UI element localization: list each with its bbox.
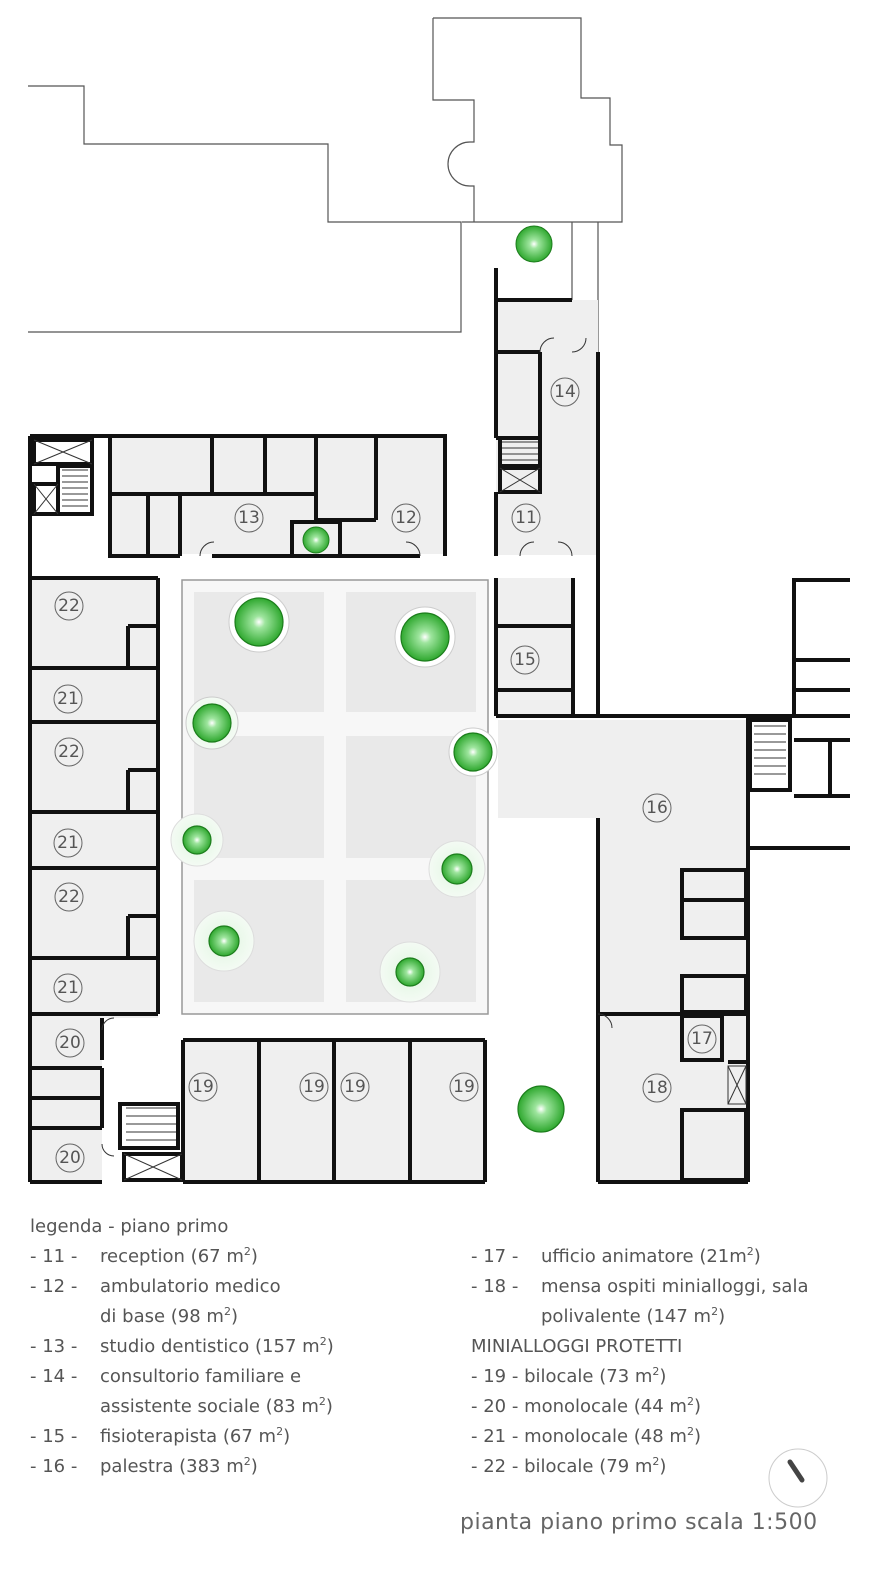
svg-text:19: 19	[192, 1077, 214, 1097]
svg-text:19: 19	[303, 1077, 325, 1097]
room-label-15: 15	[510, 645, 540, 675]
tree	[228, 591, 290, 653]
north-arrow-icon	[768, 1448, 828, 1508]
room-label-17: 17	[687, 1024, 717, 1054]
room-label-22: 22	[54, 737, 84, 767]
legend-section-title: MINIALLOGGI PROTETTI	[471, 1336, 683, 1357]
tree	[170, 813, 224, 867]
svg-text:15: 15	[514, 650, 536, 670]
svg-text:11: 11	[515, 508, 537, 528]
tree	[302, 526, 330, 554]
room-label-13: 13	[234, 503, 264, 533]
svg-text:22: 22	[58, 596, 80, 616]
svg-text:21: 21	[57, 978, 79, 998]
svg-text:17: 17	[691, 1029, 713, 1049]
walls	[28, 268, 850, 1184]
svg-text:20: 20	[59, 1148, 81, 1168]
room-label-19: 19	[299, 1072, 329, 1102]
tree	[185, 696, 239, 750]
room-label-11: 11	[511, 503, 541, 533]
legend-entry: - 21 - monolocale (48 m2)	[471, 1425, 701, 1447]
svg-text:20: 20	[59, 1033, 81, 1053]
svg-text:12: 12	[395, 508, 417, 528]
svg-text:18: 18	[646, 1078, 668, 1098]
tree	[379, 941, 441, 1003]
legend-left-column: - 11 -reception (67 m2) - 12 -ambulatori…	[30, 1242, 450, 1482]
legend-entry: - 13 -studio dentistico (157 m2)	[30, 1335, 334, 1357]
legend-entry: - 22 - bilocale (79 m2)	[471, 1455, 667, 1477]
room-label-21: 21	[53, 684, 83, 714]
room-labels: 14 13 12 11 15 16 17 18 22 21 22 21 22 2…	[53, 377, 717, 1173]
trees	[170, 225, 565, 1133]
svg-text:22: 22	[58, 742, 80, 762]
legend-entry: - 19 - bilocale (73 m2)	[471, 1365, 667, 1387]
svg-text:21: 21	[57, 689, 79, 709]
plan-caption: pianta piano primo scala 1:500	[460, 1510, 818, 1535]
svg-text:16: 16	[646, 798, 668, 818]
legend-entry: - 11 -reception (67 m2)	[30, 1245, 258, 1267]
legend-entry: di base (98 m2)	[100, 1305, 238, 1327]
svg-text:19: 19	[453, 1077, 475, 1097]
svg-text:21: 21	[57, 833, 79, 853]
room-label-20: 20	[55, 1143, 85, 1173]
room-label-21: 21	[53, 828, 83, 858]
stair-and-door-details	[33, 337, 786, 1181]
svg-text:22: 22	[58, 887, 80, 907]
legend-entry: - 15 -fisioterapista (67 m2)	[30, 1425, 291, 1447]
legend-entry: - 12 -ambulatorio medico	[30, 1276, 281, 1297]
tree	[448, 727, 498, 777]
room-label-19: 19	[340, 1072, 370, 1102]
floor-fills	[30, 300, 748, 1183]
floor-plan: 14 13 12 11 15 16 17 18 22 21 22 21 22 2…	[28, 17, 850, 1184]
legend-entry: - 16 -palestra (383 m2)	[30, 1455, 258, 1477]
legend-entry: polivalente (147 m2)	[541, 1305, 726, 1327]
tree	[428, 840, 486, 898]
tree	[394, 606, 456, 668]
room-label-22: 22	[54, 882, 84, 912]
room-label-18: 18	[642, 1073, 672, 1103]
existing-building-outline	[28, 17, 623, 352]
svg-text:19: 19	[344, 1077, 366, 1097]
room-label-19: 19	[449, 1072, 479, 1102]
legend-entry: - 18 -mensa ospiti minialloggi, sala	[471, 1276, 809, 1297]
room-label-14: 14	[550, 377, 580, 407]
room-label-19: 19	[188, 1072, 218, 1102]
room-label-21: 21	[53, 973, 83, 1003]
room-label-16: 16	[642, 793, 672, 823]
tree	[517, 1085, 565, 1133]
legend-entry: - 17 -ufficio animatore (21m2)	[471, 1245, 761, 1267]
legend-entry: - 20 - monolocale (44 m2)	[471, 1395, 701, 1417]
room-label-12: 12	[391, 503, 421, 533]
svg-text:14: 14	[554, 382, 576, 402]
legend-entry: assistente sociale (83 m2)	[100, 1395, 333, 1417]
room-label-22: 22	[54, 591, 84, 621]
svg-text:13: 13	[238, 508, 260, 528]
tree	[515, 225, 553, 263]
legend-entry: - 14 -consultorio familiare e	[30, 1366, 302, 1387]
legend-title: legenda - piano primo	[30, 1216, 229, 1237]
room-label-20: 20	[55, 1028, 85, 1058]
tree	[193, 910, 255, 972]
legend-right-column: - 17 -ufficio animatore (21m2) - 18 -men…	[471, 1242, 871, 1482]
